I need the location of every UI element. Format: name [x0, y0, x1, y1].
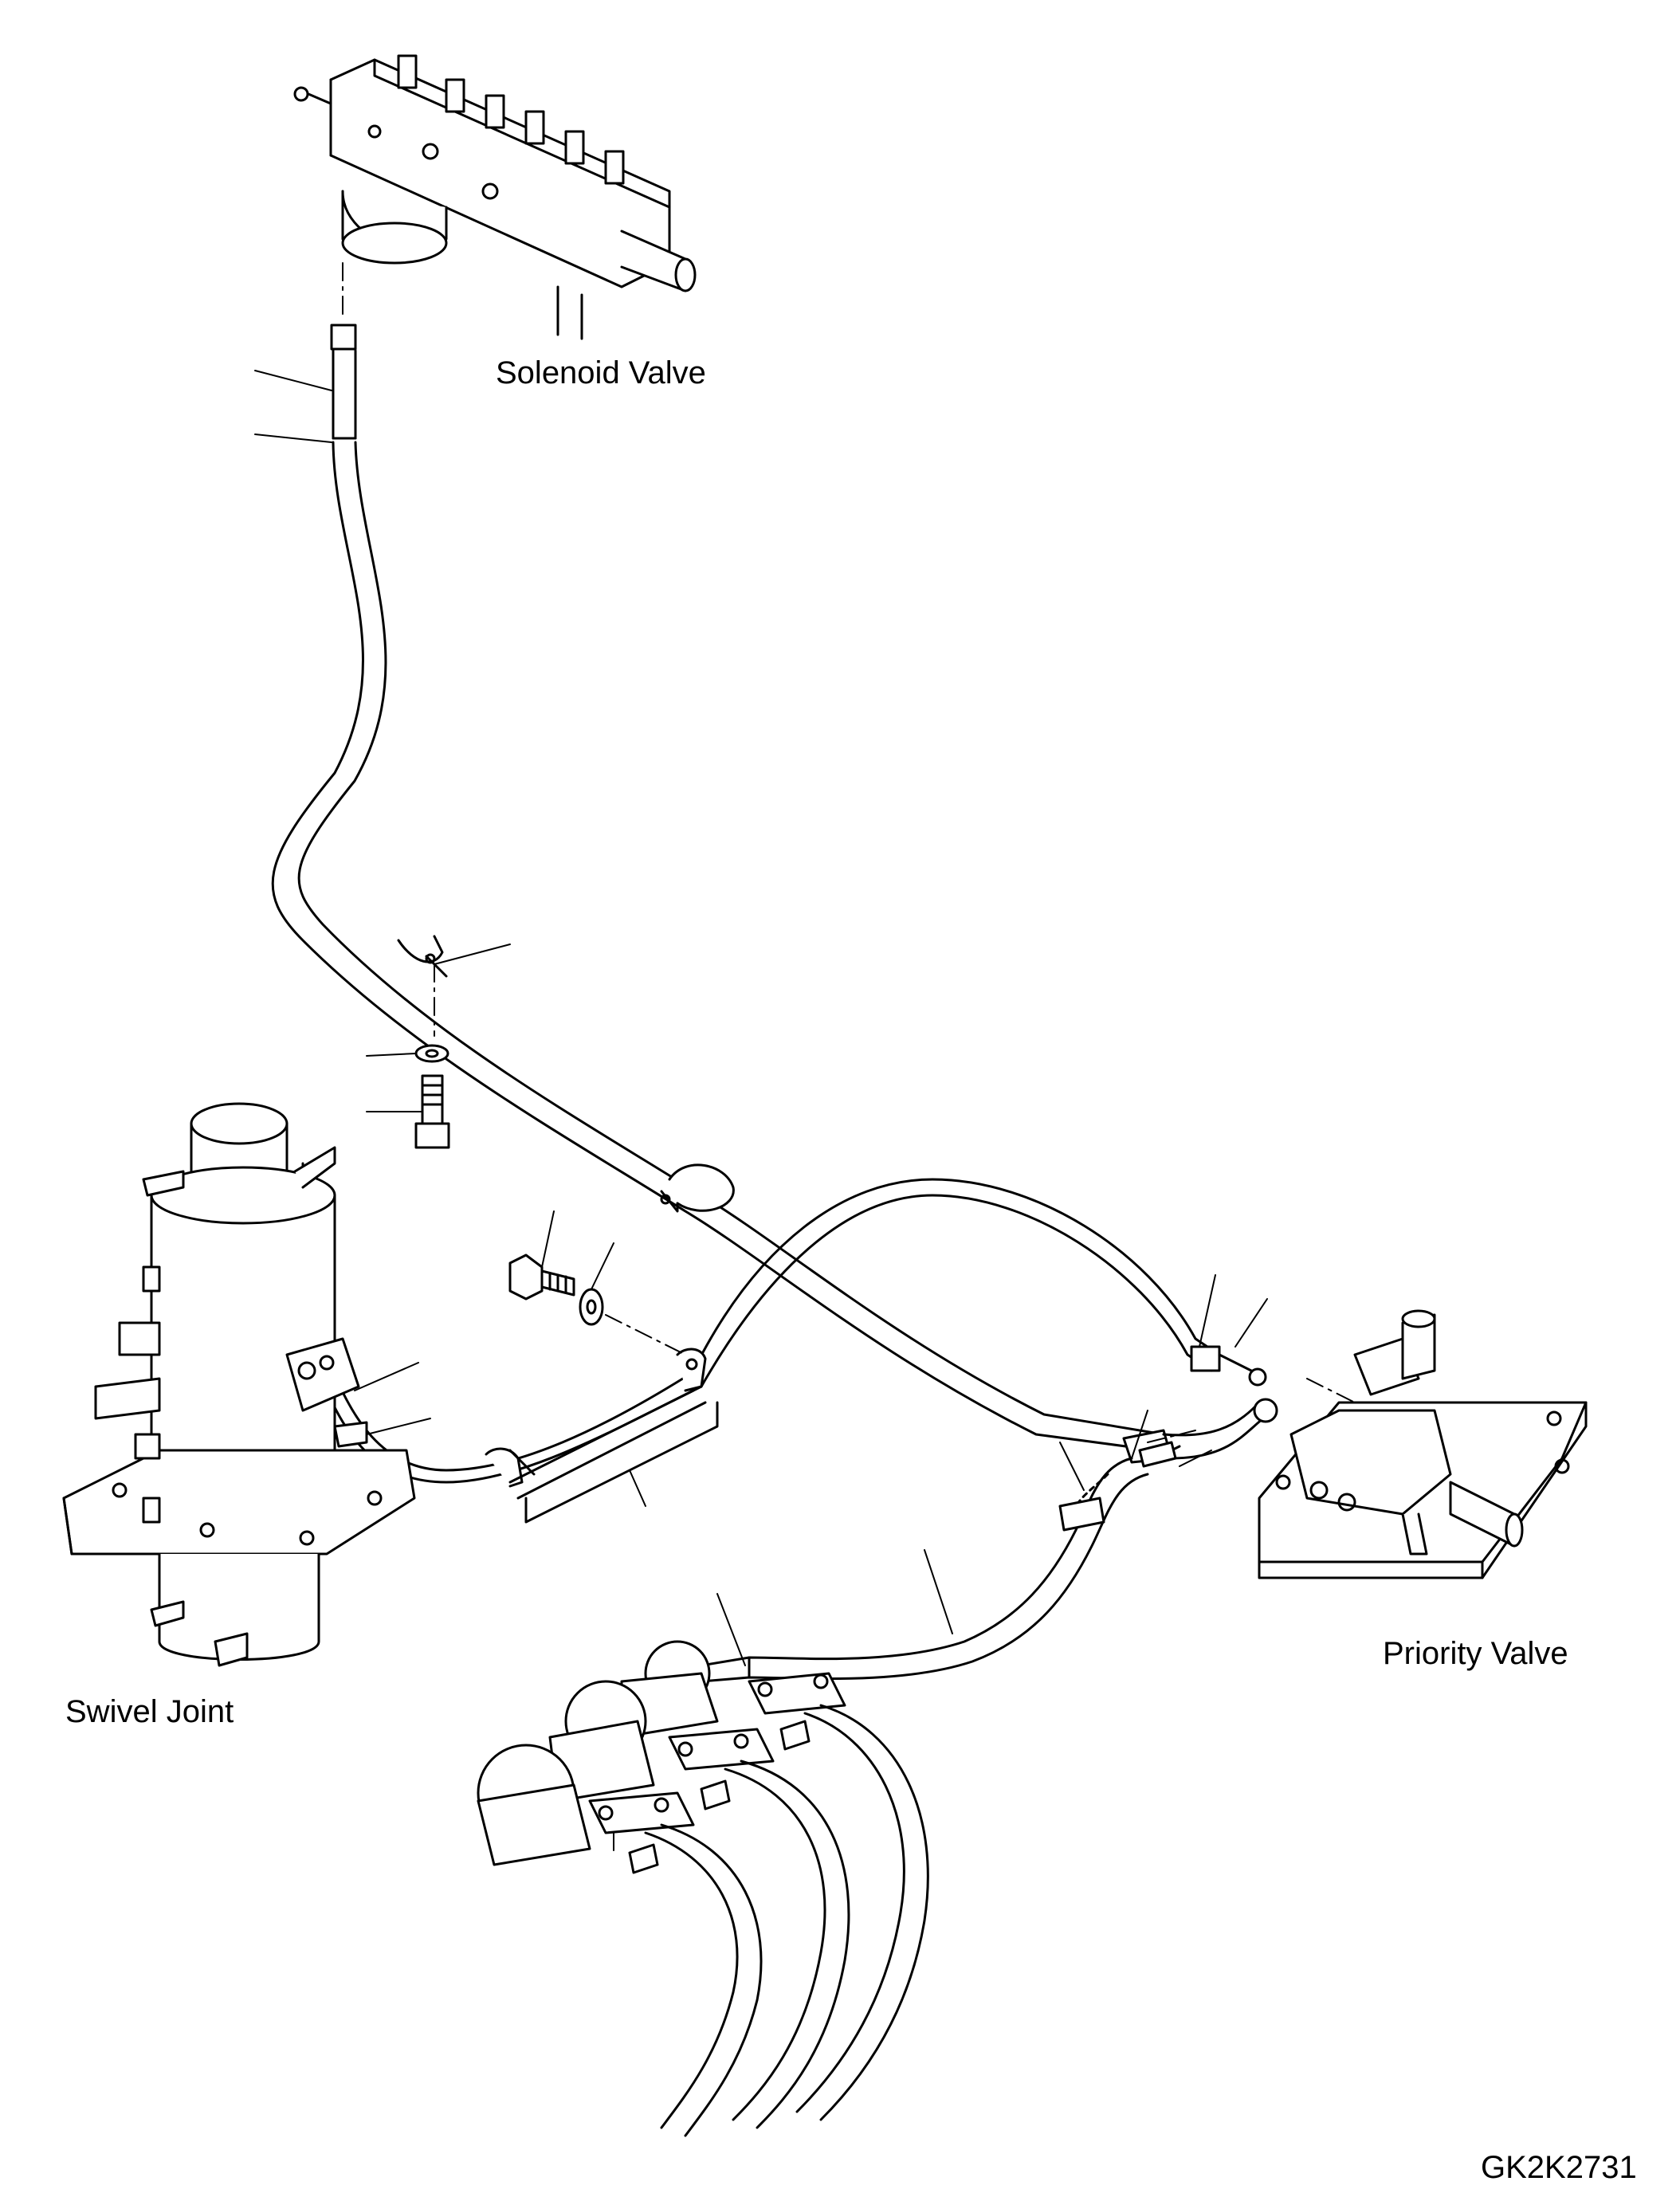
solenoid-valve-icon [293, 54, 697, 340]
leader-lines [254, 370, 1268, 1666]
priority-valve-icon [1258, 1309, 1588, 1579]
swivel-joint-label: Swivel Joint [65, 1694, 234, 1729]
priority-valve-label: Priority Valve [1383, 1636, 1568, 1671]
washer-icon [579, 1288, 604, 1326]
figure-code: GK2K2731 [1481, 2150, 1637, 2185]
upper-hose [271, 324, 1278, 1464]
cylinder-block-icon [477, 1640, 929, 2137]
clamp-icon [397, 935, 448, 978]
bolt-icon [508, 1253, 575, 1301]
solenoid-valve-label: Solenoid Valve [496, 355, 706, 390]
swivel-joint-icon [62, 1102, 416, 1667]
lower-right-hose [659, 1430, 1196, 1713]
arched-hose [692, 1178, 1267, 1388]
clamp-icon [676, 1348, 707, 1392]
clamp-icon [660, 1163, 735, 1213]
lower-hose [317, 1353, 695, 1488]
washer-icon [414, 1044, 449, 1063]
bolt-icon [414, 1074, 450, 1149]
